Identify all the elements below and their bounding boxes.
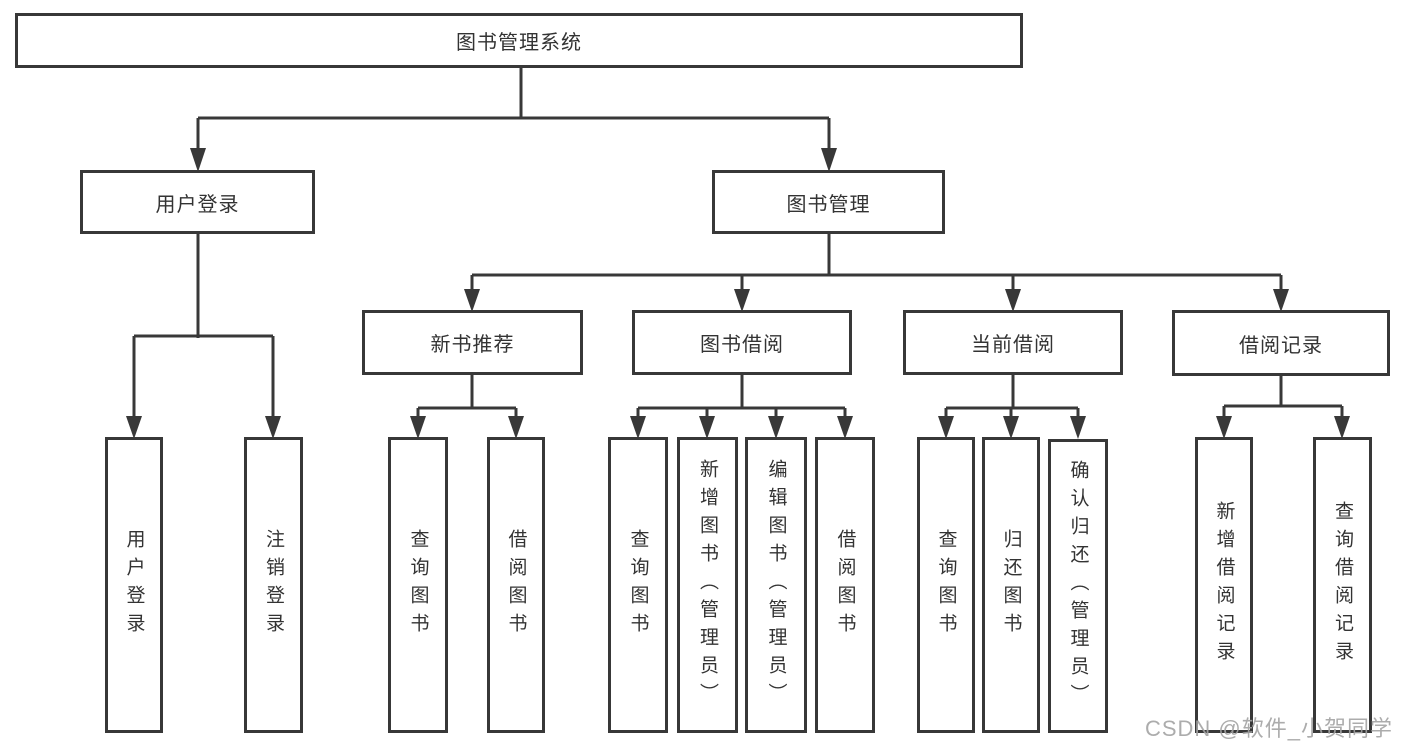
node-leaf-query-borrow-record: 查询借阅记录 [1313,437,1372,733]
node-leaf-borrow-book: 借阅图书 [815,437,875,733]
node-new-book-recommend: 新书推荐 [362,310,583,375]
node-leaf-logout: 注销登录 [244,437,303,733]
node-leaf-edit-book-admin: 编辑图书（管理员） [745,437,807,733]
node-leaf-return-book: 归还图书 [982,437,1040,733]
arrowhead-icons [126,148,1350,439]
node-leaf-query-book-current: 查询图书 [917,437,975,733]
node-current-borrow: 当前借阅 [903,310,1123,375]
node-user-login: 用户登录 [80,170,315,234]
node-leaf-query-book-recommend: 查询图书 [388,437,448,733]
node-book-management: 图书管理 [712,170,945,234]
watermark: CSDN @软件_小贺同学 [1144,716,1393,741]
node-book-borrow: 图书借阅 [632,310,852,375]
node-leaf-add-borrow-record: 新增借阅记录 [1195,437,1253,733]
node-root: 图书管理系统 [15,13,1023,68]
node-leaf-user-login: 用户登录 [105,437,163,733]
node-leaf-borrow-book-recommend: 借阅图书 [487,437,545,733]
node-borrow-records: 借阅记录 [1172,310,1390,376]
node-leaf-add-book-admin: 新增图书（管理员） [677,437,738,733]
node-leaf-confirm-return-admin: 确认归还（管理员） [1048,439,1108,733]
node-leaf-query-book-borrow: 查询图书 [608,437,668,733]
